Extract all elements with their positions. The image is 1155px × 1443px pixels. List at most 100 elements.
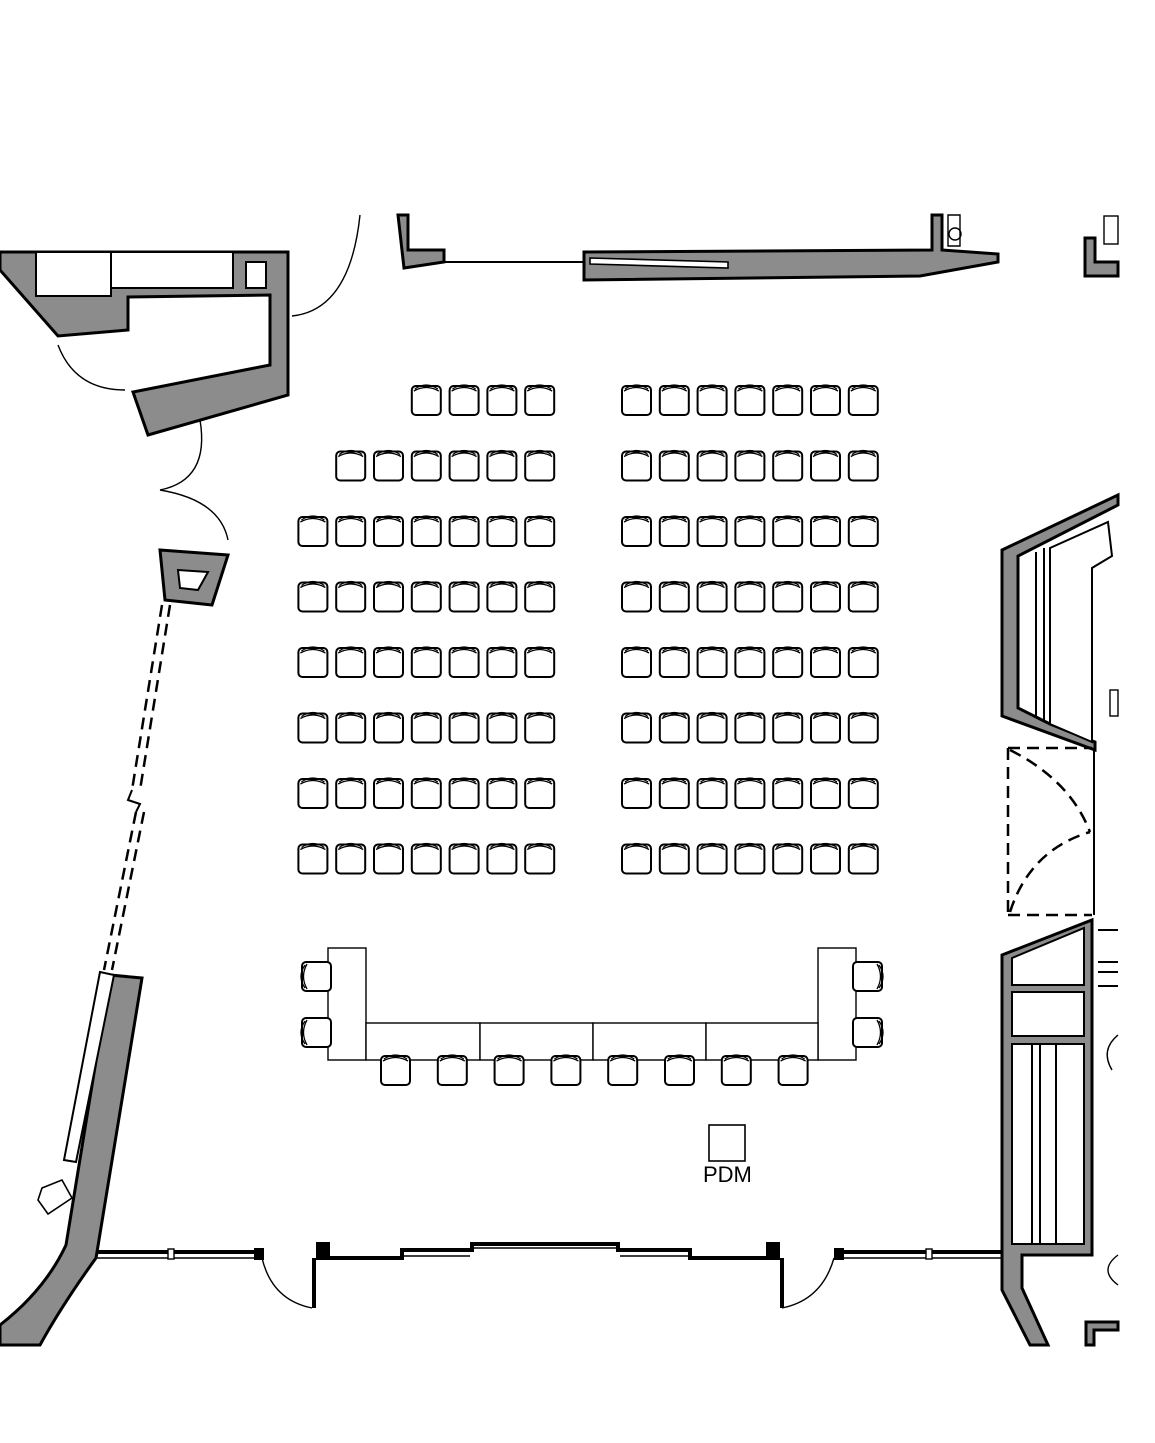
top-wall — [396, 213, 1120, 282]
east-exterior-arc — [1106, 1034, 1119, 1071]
seat-row3-right-3 — [696, 515, 728, 547]
seat-row6-left-1 — [297, 711, 329, 744]
seat-row5-left-3 — [373, 646, 404, 678]
seat-row4-right-2 — [658, 580, 690, 613]
seat-row6-right-2 — [658, 711, 690, 744]
seat-row2-right-5 — [772, 449, 804, 482]
east-cabinet — [1049, 520, 1114, 744]
seat-row3-left-5 — [448, 515, 480, 547]
east-door-swing-lower — [1008, 830, 1091, 913]
seat-row4-left-3 — [373, 580, 404, 613]
seat-row7-right-1 — [621, 777, 652, 809]
wall-top-right-stub — [1083, 236, 1120, 278]
east-exterior-arc-2 — [1107, 1254, 1119, 1286]
seat-row2-right-7 — [847, 449, 879, 482]
seat-row8-right-2 — [658, 842, 690, 875]
glass-line-2 — [138, 604, 172, 791]
seat-row5-left-6 — [486, 646, 518, 678]
seat-row6-right-4 — [734, 711, 766, 744]
seat-row1-left-3 — [486, 384, 518, 416]
seat-row4-left-1 — [297, 580, 329, 613]
podium-label: PDM — [703, 1162, 752, 1187]
seat-row3-left-7 — [524, 515, 556, 547]
column-small — [245, 261, 267, 289]
table-chair-front-4 — [550, 1054, 582, 1086]
window-frame-west — [62, 970, 116, 1164]
south-wall-center-inner — [404, 1247, 688, 1257]
east-door-frame — [1006, 746, 1092, 917]
east-cabinet-line — [1035, 548, 1045, 720]
seat-row7-right-3 — [696, 777, 728, 809]
table-chairs — [300, 961, 884, 1086]
table-segment-1 — [365, 1022, 481, 1061]
seat-row4-left-6 — [486, 580, 518, 613]
seat-row3-right-4 — [734, 515, 766, 547]
east-fixture — [1109, 689, 1119, 717]
east-exterior-lines — [1098, 929, 1118, 987]
seat-row1-right-1 — [621, 384, 652, 416]
post-2 — [316, 1242, 330, 1260]
fixture-top-right — [1103, 215, 1119, 245]
east-wall — [1000, 492, 1120, 1347]
east-recess-lines — [1031, 1044, 1057, 1244]
south-wall-center — [330, 1242, 766, 1260]
podium-box — [708, 1124, 746, 1162]
seat-row2-right-2 — [658, 449, 690, 482]
seat-row5-left-7 — [524, 646, 556, 678]
seat-row1-left-2 — [448, 384, 480, 416]
east-door-swing-upper — [1009, 748, 1092, 833]
east-recess-1 — [1011, 926, 1085, 986]
seat-row3-left-2 — [335, 515, 367, 547]
seat-row7-left-6 — [486, 777, 518, 809]
door-swing-top-left — [57, 344, 126, 391]
seat-row4-left-2 — [335, 580, 367, 613]
seat-row7-left-3 — [373, 777, 404, 809]
seat-row3-right-2 — [658, 515, 690, 547]
seat-row8-left-4 — [410, 842, 442, 875]
glass-line-4 — [110, 811, 146, 971]
seat-row3-left-3 — [373, 515, 404, 547]
seat-row7-right-2 — [658, 777, 690, 809]
glass-line-3 — [102, 811, 138, 971]
seat-row8-left-2 — [335, 842, 367, 875]
seat-row1-right-7 — [847, 384, 879, 416]
seat-row5-right-7 — [847, 646, 879, 678]
seat-row2-left-2 — [373, 449, 404, 482]
west-lower-wall — [0, 970, 144, 1347]
seat-row7-right-7 — [847, 777, 879, 809]
seat-row1-left-1 — [410, 384, 442, 416]
podium: PDM — [703, 1124, 752, 1187]
seat-row2-right-1 — [621, 449, 652, 482]
seat-row4-right-3 — [696, 580, 728, 613]
table-chair-left-1 — [300, 961, 332, 992]
glass-line-1 — [130, 604, 164, 791]
table-segment-3 — [592, 1022, 707, 1061]
door-swing-west-upper — [159, 419, 203, 491]
seat-row4-left-4 — [410, 580, 442, 613]
seat-row8-right-5 — [772, 842, 804, 875]
seat-row6-right-3 — [696, 711, 728, 744]
seat-row1-right-4 — [734, 384, 766, 416]
seat-row7-right-4 — [734, 777, 766, 809]
seat-row5-right-3 — [696, 646, 728, 678]
table-chair-right-2 — [852, 1017, 884, 1048]
seat-row2-right-3 — [696, 449, 728, 482]
seat-row7-left-7 — [524, 777, 556, 809]
seat-row6-left-5 — [448, 711, 480, 744]
seat-row4-right-4 — [734, 580, 766, 613]
seating-area — [297, 384, 879, 875]
seat-row1-left-4 — [524, 384, 556, 416]
seat-row1-right-3 — [696, 384, 728, 416]
table-chair-front-5 — [607, 1054, 639, 1086]
seat-row6-right-5 — [772, 711, 804, 744]
wall-west-lower — [0, 973, 144, 1347]
seat-row8-left-6 — [486, 842, 518, 875]
south-door-swing-right — [781, 1257, 835, 1309]
table-segment-2 — [479, 1022, 594, 1061]
seat-row3-right-6 — [810, 515, 841, 547]
column-west — [176, 568, 210, 592]
table-chair-front-6 — [664, 1054, 695, 1086]
wall-top-left-outer — [0, 250, 290, 437]
door-swing-top-entry — [291, 214, 361, 317]
